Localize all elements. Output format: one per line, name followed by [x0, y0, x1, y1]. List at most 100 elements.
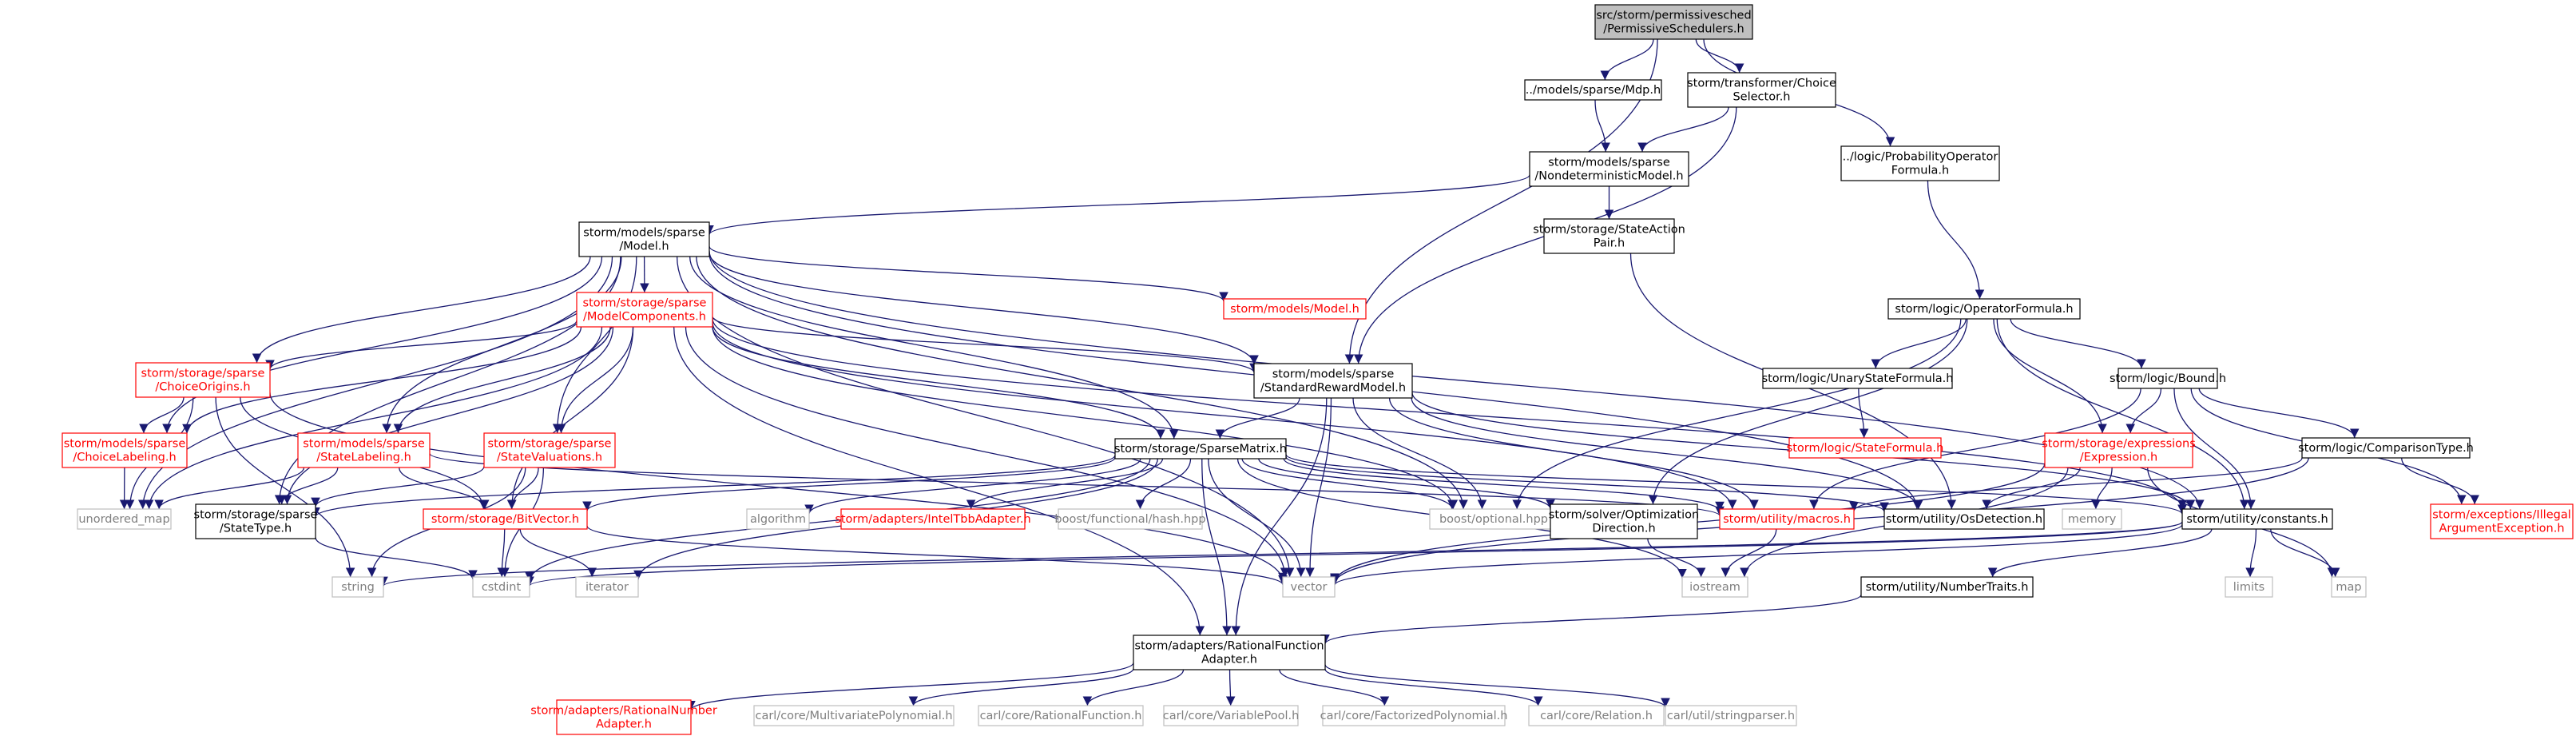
edge-modelcomp-to-sparsematrix: [712, 326, 1165, 440]
node-modelsmodel-label-0: storm/models/Model.h: [1230, 303, 1359, 316]
node-fp-label-0: carl/core/FactorizedPolynomial.h: [1320, 710, 1508, 722]
node-stateform[interactable]: storm/logic/StateFormula.h: [1787, 437, 1944, 459]
edge-constants-to-limits: [2245, 528, 2257, 578]
edge-statelab-to-unordered: [154, 467, 305, 510]
node-constants[interactable]: storm/utility/constants.h: [2181, 508, 2333, 530]
node-constants-label-0: storm/utility/constants.h: [2186, 513, 2328, 526]
node-optional-box: [1429, 508, 1558, 530]
node-inteltbb-label-0: storm/adapters/IntelTbbAdapter.h: [835, 513, 1030, 526]
node-sparsematrix[interactable]: storm/storage/SparseMatrix.h: [1114, 438, 1287, 460]
node-mdp-box: [1524, 79, 1662, 101]
edge-model-to-stateval: [552, 256, 637, 434]
node-statelab-label-1: /StateLabeling.h: [316, 452, 411, 464]
edge-statelab-to-statetype: [276, 467, 339, 505]
node-statetype-box: [195, 503, 316, 539]
edge-modelcomp-to-macros: [712, 322, 1737, 510]
edge-modelcomp-to-choiceorig: [265, 320, 578, 370]
node-bitvector[interactable]: storm/storage/BitVector.h: [423, 508, 588, 530]
edge-sparsematrix-to-optdir: [1258, 458, 1555, 509]
node-optdir-label-1: Direction.h: [1592, 523, 1655, 535]
node-numtraits[interactable]: storm/utility/NumberTraits.h: [1860, 576, 2034, 598]
node-ndm[interactable]: storm/models/sparse/NondeterministicMode…: [1529, 151, 1689, 187]
node-rf: carl/core/RationalFunction.h: [978, 705, 1144, 726]
node-model[interactable]: storm/models/sparse/Model.h: [578, 221, 710, 257]
node-optdir-box: [1550, 503, 1698, 539]
node-unary-box: [1762, 368, 1953, 389]
edge-sparsematrix-to-constants: [1285, 454, 2187, 515]
edge-choiceorig-to-vector: [269, 392, 1288, 583]
node-modelcomp[interactable]: storm/storage/sparse/ModelComponents.h: [576, 292, 713, 328]
node-optional-label-0: boost/optional.hpp: [1439, 513, 1548, 526]
node-rna-label-1: Adapter.h: [596, 718, 652, 731]
edge-stateval-to-bitvector: [506, 467, 539, 510]
edge-modelcomp-to-vector: [685, 326, 1290, 578]
node-model-label-0: storm/models/sparse: [583, 227, 705, 240]
node-vp-box: [1163, 705, 1299, 726]
node-modelsmodel[interactable]: storm/models/Model.h: [1223, 298, 1367, 320]
node-comparison[interactable]: storm/logic/ComparisonType.h: [2298, 437, 2474, 459]
node-macros[interactable]: storm/utility/macros.h: [1719, 508, 1855, 530]
node-srm-label-0: storm/models/sparse: [1272, 368, 1395, 381]
edge-rfa-to-rf: [1082, 669, 1185, 706]
node-limits-label-0: limits: [2233, 581, 2264, 594]
edge-expr-to-memory: [2091, 467, 2113, 510]
node-constants-box: [2181, 508, 2333, 530]
node-illegalarg-box: [2430, 503, 2574, 539]
node-unary[interactable]: storm/logic/UnaryStateFormula.h: [1762, 368, 1954, 389]
edge-modelcomp-to-stateval: [556, 326, 634, 434]
node-modelcomp-label-0: storm/storage/sparse: [583, 297, 707, 310]
node-sparsematrix-label-0: storm/storage/SparseMatrix.h: [1114, 443, 1287, 456]
edge-mdp-to-ndm: [1594, 99, 1611, 153]
edge-statetype-to-cstdint: [315, 537, 478, 580]
edge-ndm-to-model: [705, 174, 1530, 236]
node-choiceorig[interactable]: storm/storage/sparse/ChoiceOrigins.h: [135, 362, 271, 398]
edge-opform-to-constants: [1996, 318, 2249, 510]
node-memory-box: [2062, 508, 2122, 530]
node-string-box: [331, 576, 384, 598]
node-illegalarg[interactable]: storm/exceptions/IllegalArgumentExceptio…: [2430, 503, 2574, 539]
node-root[interactable]: src/storm/permissivesched/PermissiveSche…: [1594, 4, 1753, 40]
edge-numtraits-to-rfa: [1320, 594, 1862, 645]
node-stateval[interactable]: storm/storage/sparse/StateValuations.h: [483, 432, 616, 468]
node-statetype-label-0: storm/storage/sparse: [194, 509, 318, 522]
node-statetype[interactable]: storm/storage/sparse/StateType.h: [194, 503, 318, 539]
node-iostream-box: [1681, 576, 1748, 598]
node-inteltbb[interactable]: storm/adapters/IntelTbbAdapter.h: [835, 508, 1031, 530]
node-bitvector-label-0: storm/storage/BitVector.h: [431, 513, 579, 526]
edge-rfa-to-mvp: [908, 668, 1134, 706]
node-limits-box: [2225, 576, 2273, 598]
node-macros-box: [1719, 508, 1855, 530]
edge-rfa-to-rel: [1324, 668, 1543, 706]
node-memory-label-0: memory: [2068, 513, 2117, 526]
node-choicelab[interactable]: storm/models/sparse/ChoiceLabeling.h: [62, 432, 188, 468]
node-iterator: iterator: [575, 576, 639, 598]
node-mdp[interactable]: ../models/sparse/Mdp.h: [1524, 79, 1662, 101]
node-unordered: unordered_map: [77, 508, 172, 530]
edge-expr-to-osdet: [1982, 467, 2081, 510]
node-optdir-label-0: storm/solver/Optimization: [1549, 509, 1699, 522]
node-root-box: [1594, 4, 1753, 40]
edge-root-to-choicesel: [1695, 38, 1744, 74]
edge-model-to-choiceorig: [252, 256, 591, 364]
edge-comparison-to-macros: [1849, 457, 2303, 511]
node-expr-box: [2044, 432, 2193, 468]
node-iterator-label-0: iterator: [585, 581, 629, 594]
node-cstdint: cstdint: [472, 576, 530, 598]
dependency-edges: [119, 38, 2479, 710]
node-srm[interactable]: storm/models/sparse/StandardRewardModel.…: [1253, 363, 1413, 399]
node-statetype-label-1: /StateType.h: [220, 523, 292, 535]
node-vp-label-0: carl/core/VariablePool.h: [1163, 710, 1300, 722]
node-expr[interactable]: storm/storage/expressions/Expression.h: [2042, 432, 2196, 468]
node-opform[interactable]: storm/logic/OperatorFormula.h: [1887, 298, 2081, 320]
node-modelsmodel-box: [1223, 298, 1367, 320]
node-osdet[interactable]: storm/utility/OsDetection.h: [1883, 508, 2045, 530]
node-statelab[interactable]: storm/models/sparse/StateLabeling.h: [297, 432, 431, 468]
node-osdet-label-0: storm/utility/OsDetection.h: [1886, 513, 2042, 526]
node-bound[interactable]: storm/logic/Bound.h: [2110, 368, 2226, 389]
